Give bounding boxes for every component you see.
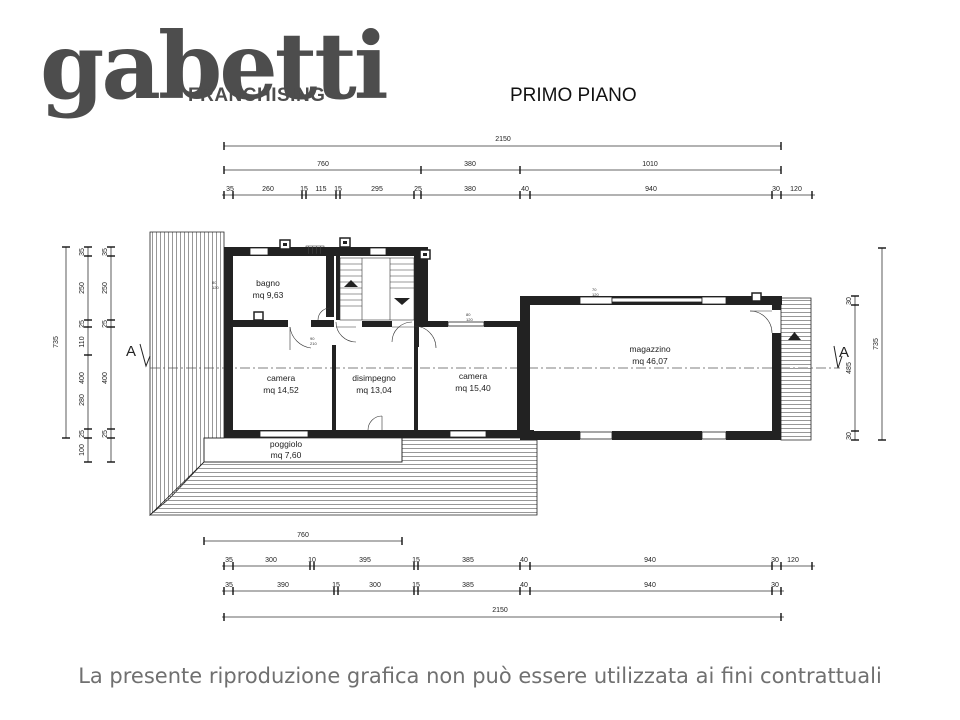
dim-bottom-row2-3: 300 [369,582,381,589]
dim-top-detail-10: 30 [772,186,780,193]
dim-bottom-row2-4: 15 [412,582,420,589]
dim-bottom-row1-5: 385 [462,557,474,564]
dim-top-detail-7: 380 [464,186,476,193]
dim-top-detail-4: 15 [334,186,342,193]
bottom-dimensions: 760 35 300 10 395 15 385 40 940 30 120 [203,532,815,621]
dim-left-mid-0: 35 [79,248,86,256]
dim-top-mid-2: 1010 [642,161,658,168]
dim-bottom-row2-5: 385 [462,582,474,589]
windows [249,247,727,440]
dim-bottom-row2-0: 35 [225,582,233,589]
dim-bottom-row1-9: 120 [787,557,799,564]
dim-right-total: 735 [873,338,880,350]
opening-note: 210 [310,341,317,346]
dim-right-chain-0: 30 [846,297,853,305]
dim-top-detail-6: 25 [414,186,422,193]
room-area-bagno: mq 9,63 [253,290,284,300]
dim-left-inner-3: 400 [102,372,109,384]
dim-left-total: 735 [53,336,60,348]
dim-left-mid-1: 250 [79,282,86,294]
walls [203,247,782,463]
dim-top-detail-3: 115 [315,186,326,193]
dim-bottom-row1-0: 35 [225,557,233,564]
dim-bottom-row1-3: 395 [359,557,371,564]
opening-note: 120 [592,292,599,297]
dim-bottom-row1-8: 30 [771,557,779,564]
room-labels: bagno mq 9,63 camera mq 14,52 disimpegno… [253,278,671,460]
dim-left-inner-0: 35 [102,248,109,256]
room-name-camera-2: camera [459,371,488,381]
gabetti-logo: gabetti FRANCHISING [40,12,390,120]
dim-top-total: 2150 [495,136,511,143]
room-name-poggiolo: poggiolo [270,439,302,449]
section-mark-left: A [126,343,136,360]
dim-bottom-row2-7: 940 [644,582,656,589]
logo-wordmark: gabetti [40,12,387,120]
dim-left-mid-5: 280 [79,394,86,406]
dim-top-detail-0: 35 [226,186,234,193]
dim-bottom-total: 2150 [492,607,508,614]
disclaimer-text: La presente riproduzione grafica non può… [78,664,882,688]
staircase [339,257,415,321]
dim-bottom-row1-2: 10 [308,557,316,564]
dim-bottom-row1-7: 940 [644,557,656,564]
dim-left-inner-2: 25 [102,320,109,328]
dim-left-mid-6: 25 [79,430,86,438]
opening-note: 70 [592,287,597,292]
dim-bottom-row1-6: 40 [520,557,528,564]
room-area-camera-1: mq 14,52 [263,385,299,395]
dim-bottom-row1-4: 15 [412,557,420,564]
dim-bottom-row2-2: 15 [332,582,340,589]
top-dimensions: 2150 760 380 1010 35 260 15 115 15 [222,136,815,199]
dim-top-detail-11: 120 [790,186,802,193]
dim-bottom-row1-1: 300 [265,557,277,564]
room-area-poggiolo: mq 7,60 [271,450,302,460]
opening-note: 80 [212,280,217,285]
dim-right-chain-2: 30 [846,432,853,440]
section-line: A A [126,343,849,369]
room-name-disimpegno: disimpegno [352,373,396,383]
opening-notes: 80 120 90 210 80 120 70 120 [212,280,599,346]
right-dimensions: 30 485 30 735 [846,247,886,441]
dim-left-mid-7: 100 [79,444,86,456]
dim-top-mid-0: 760 [317,161,329,168]
dim-left-mid-2: 25 [79,320,86,328]
dim-left-mid-4: 400 [79,372,86,384]
dim-bottom-row2-6: 40 [520,582,528,589]
dim-top-detail-5: 295 [371,186,383,193]
dim-bottom-row2-1: 390 [277,582,289,589]
dim-top-detail-9: 940 [645,186,657,193]
dim-right-chain-1: 485 [846,362,853,374]
dim-bottom-row2-8: 30 [771,582,779,589]
dim-left-inner-4: 25 [102,430,109,438]
left-dimensions: 735 35 250 25 110 400 280 25 100 [53,246,115,463]
room-name-bagno: bagno [256,278,280,288]
flues [253,237,762,321]
dim-top-detail-8: 40 [521,186,529,193]
dim-left-inner-1: 250 [102,282,109,294]
dim-bottom-partial: 760 [297,532,309,539]
dim-top-detail-2: 15 [300,186,308,193]
dim-top-mid-1: 380 [464,161,476,168]
opening-note: 80 [466,312,471,317]
dim-top-detail-1: 260 [262,186,274,193]
section-mark-right: A [839,344,849,361]
dim-left-mid-3: 110 [79,336,86,347]
room-name-camera-1: camera [267,373,296,383]
floor-title: PRIMO PIANO [510,85,637,106]
room-name-magazzino: magazzino [629,344,670,354]
opening-note: 120 [212,285,219,290]
room-area-camera-2: mq 15,40 [455,383,491,393]
room-area-disimpegno: mq 13,04 [356,385,392,395]
doors [289,307,773,431]
logo-subtitle: FRANCHISING [188,85,325,106]
opening-note: 120 [466,317,473,322]
room-area-magazzino: mq 46,07 [632,356,668,366]
opening-note: 90 [310,336,315,341]
